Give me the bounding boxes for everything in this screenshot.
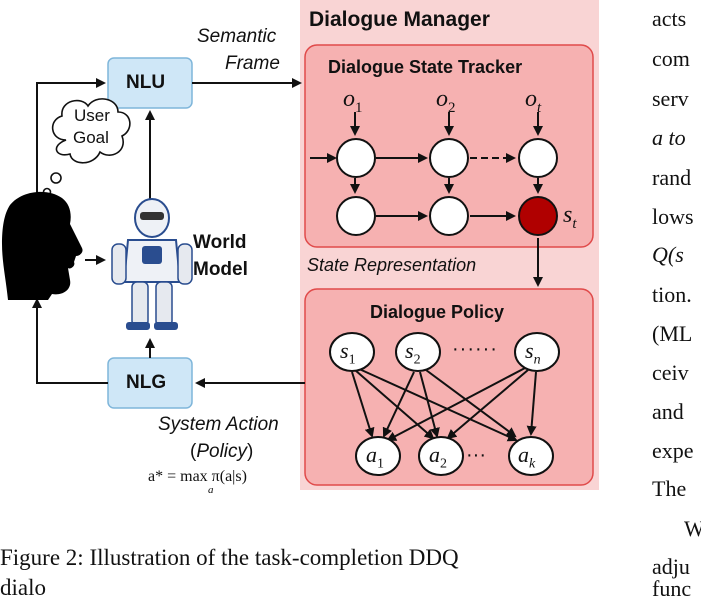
body-line-10: ceiv xyxy=(652,360,689,385)
hidden-node-2 xyxy=(429,138,469,178)
policy-state-2 xyxy=(395,332,441,372)
policy-nodes xyxy=(329,332,560,476)
body-line-11: and xyxy=(652,399,684,424)
state-tracker-title: Dialogue State Tracker xyxy=(328,57,523,77)
body-line-4: a to xyxy=(652,125,686,150)
obs-label-t: ot xyxy=(525,86,542,116)
body-line-5: rand xyxy=(652,165,692,190)
action-label-1: a1 xyxy=(366,442,384,472)
system-action-label: System Action xyxy=(158,414,279,435)
paren-open: ( xyxy=(190,441,197,462)
body-line-13: The xyxy=(652,476,687,501)
action-label-2: a2 xyxy=(429,442,447,472)
body-line-15: adju xyxy=(652,554,690,579)
body-line-8: tion. xyxy=(652,282,692,307)
action-label-k: ak xyxy=(518,442,536,472)
body-line-12: expe xyxy=(652,438,694,463)
state-node-st xyxy=(518,196,558,236)
user-to-nlu-arrow xyxy=(36,78,106,195)
body-line-3: serv xyxy=(652,86,689,111)
policy-state-label-1: s1 xyxy=(340,338,356,368)
tracker-edges xyxy=(310,112,543,287)
robot-icon xyxy=(111,198,193,330)
policy-title: Dialogue Policy xyxy=(370,302,505,322)
user-silhouette-icon xyxy=(2,191,83,300)
obs-label-2: o2 xyxy=(436,86,456,116)
policy-state-label-2: s2 xyxy=(405,338,421,368)
state-st-label: st xyxy=(563,202,577,232)
semantic-frame-label-line1: Semantic xyxy=(197,26,277,47)
figure-caption: Figure 2: Illustration of the task-compl… xyxy=(0,545,459,570)
action-dots: ··· xyxy=(466,444,486,466)
policy-paren-label: (Policy) xyxy=(190,441,253,463)
ddq-architecture-diagram xyxy=(2,0,599,490)
hidden-node-1 xyxy=(336,138,376,178)
body-line-1: acts xyxy=(652,6,687,31)
policy-state-label-n: sn xyxy=(525,338,541,368)
policy-state-1 xyxy=(329,332,375,372)
dialogue-manager-title: Dialogue Manager xyxy=(309,8,490,31)
action-node-1 xyxy=(355,436,401,476)
body-line-9: (ML xyxy=(652,321,693,346)
policy-formula-sub: a xyxy=(208,484,214,496)
body-line-14: W xyxy=(684,516,701,541)
state-node-2 xyxy=(429,196,469,236)
policy-state-dots: ······ xyxy=(452,338,498,360)
policy-edges xyxy=(351,367,537,442)
world-model-label-line2: Model xyxy=(193,259,248,280)
policy-formula: a* = max π(a|s) xyxy=(148,468,247,485)
body-line-2: com xyxy=(652,46,690,71)
hidden-node-t xyxy=(518,138,558,178)
obs-label-1: o1 xyxy=(343,86,363,116)
tracker-nodes xyxy=(336,138,558,236)
paren-close: ) xyxy=(247,441,254,462)
body-line-6: lows xyxy=(652,204,694,229)
policy-state-n xyxy=(514,332,560,372)
world-model-label-line1: World xyxy=(193,232,247,253)
nlu-label: NLU xyxy=(126,72,166,93)
action-node-2 xyxy=(418,436,464,476)
action-node-k xyxy=(508,436,554,476)
body-line-16: func xyxy=(652,576,692,601)
user-goal-label-line1: User xyxy=(74,106,110,125)
user-goal-label-line2: Goal xyxy=(73,128,109,147)
policy-word: Policy xyxy=(196,441,248,462)
state-node-1 xyxy=(336,196,376,236)
nlg-label: NLG xyxy=(126,372,167,393)
nlg-to-user-arrow xyxy=(32,298,108,384)
state-representation-label: State Representation xyxy=(307,255,477,275)
body-line-7: Q(s xyxy=(652,242,684,267)
semantic-frame-label-line2: Frame xyxy=(225,53,280,74)
